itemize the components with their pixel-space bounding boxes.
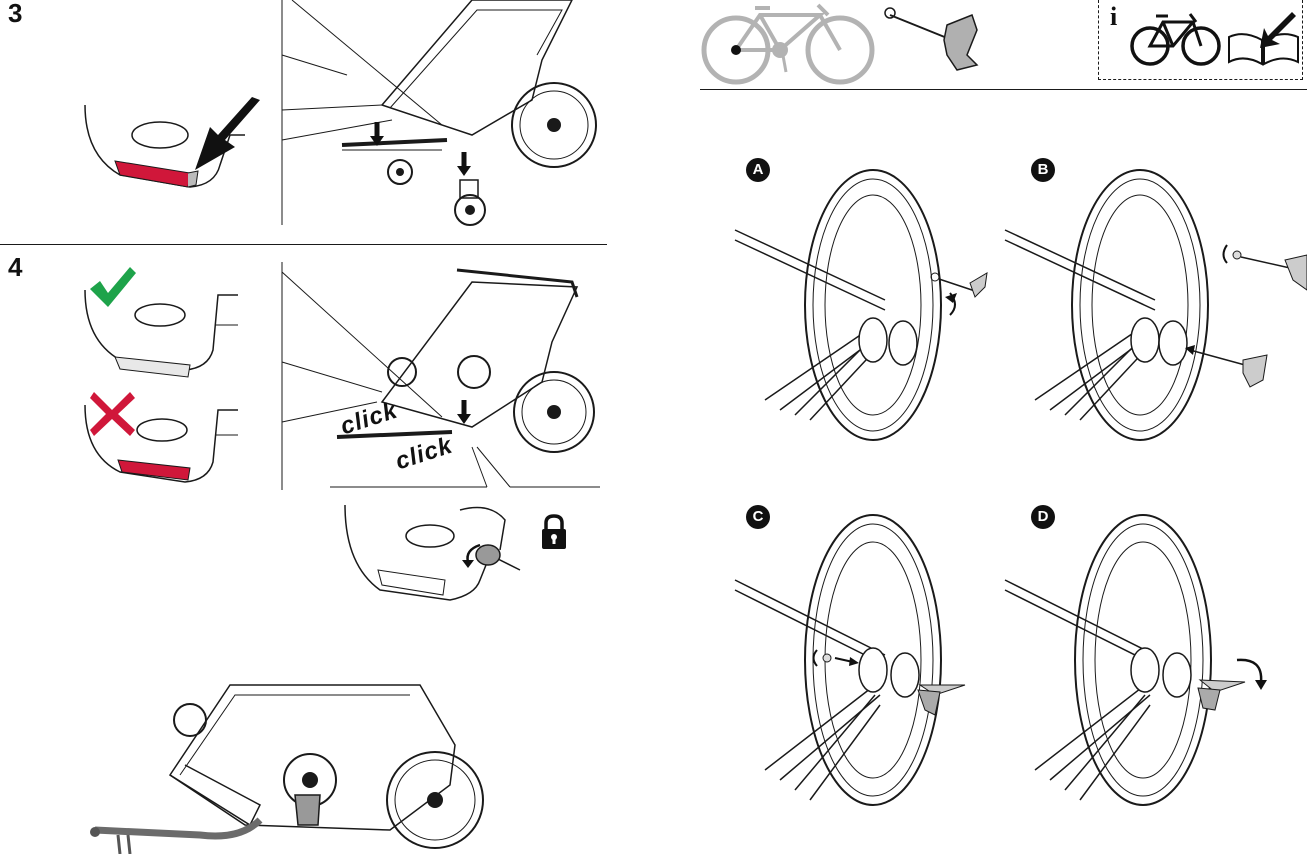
black-bicycle-icon xyxy=(1130,13,1221,66)
info-box xyxy=(1098,0,1303,80)
step-letter-d: D xyxy=(1031,505,1055,529)
step3-trailer-stroller-illustration xyxy=(281,0,597,226)
wheel-step-b-illustration xyxy=(1004,169,1307,441)
step4-number: 4 xyxy=(8,252,23,282)
step-letter-a: A xyxy=(746,158,770,182)
step4-correct-check-icon xyxy=(90,267,136,307)
gray-bicycle-icon xyxy=(701,3,875,85)
step3-number: 3 xyxy=(8,0,23,28)
step4-incorrect-cross-icon xyxy=(90,392,135,436)
step3-push-arrow-icon xyxy=(195,97,260,170)
step-letter-b: B xyxy=(1031,158,1055,182)
trailer-with-hitch-arm-illustration xyxy=(90,684,484,854)
wheel-step-c-illustration xyxy=(734,514,966,806)
step-letter-c: C xyxy=(746,505,770,529)
lock-icon xyxy=(542,514,566,549)
step4-lock-detail-illustration xyxy=(344,504,521,601)
wheel-step-a-illustration xyxy=(734,169,988,441)
step3-bumper-red-band-illustration xyxy=(84,104,245,188)
step-divider-line xyxy=(0,244,607,245)
wheel-step-d-illustration xyxy=(1004,514,1267,806)
manual-book-icon xyxy=(1228,12,1299,66)
step4-bumper-correct-illustration xyxy=(84,289,238,378)
step4-bumper-incorrect-illustration xyxy=(84,404,238,483)
top-separator-line xyxy=(700,89,1307,90)
info-i-icon: i xyxy=(1110,2,1118,31)
step4-trailer-stroller-illustration xyxy=(281,262,600,490)
quick-release-skewer-icon xyxy=(884,7,979,71)
